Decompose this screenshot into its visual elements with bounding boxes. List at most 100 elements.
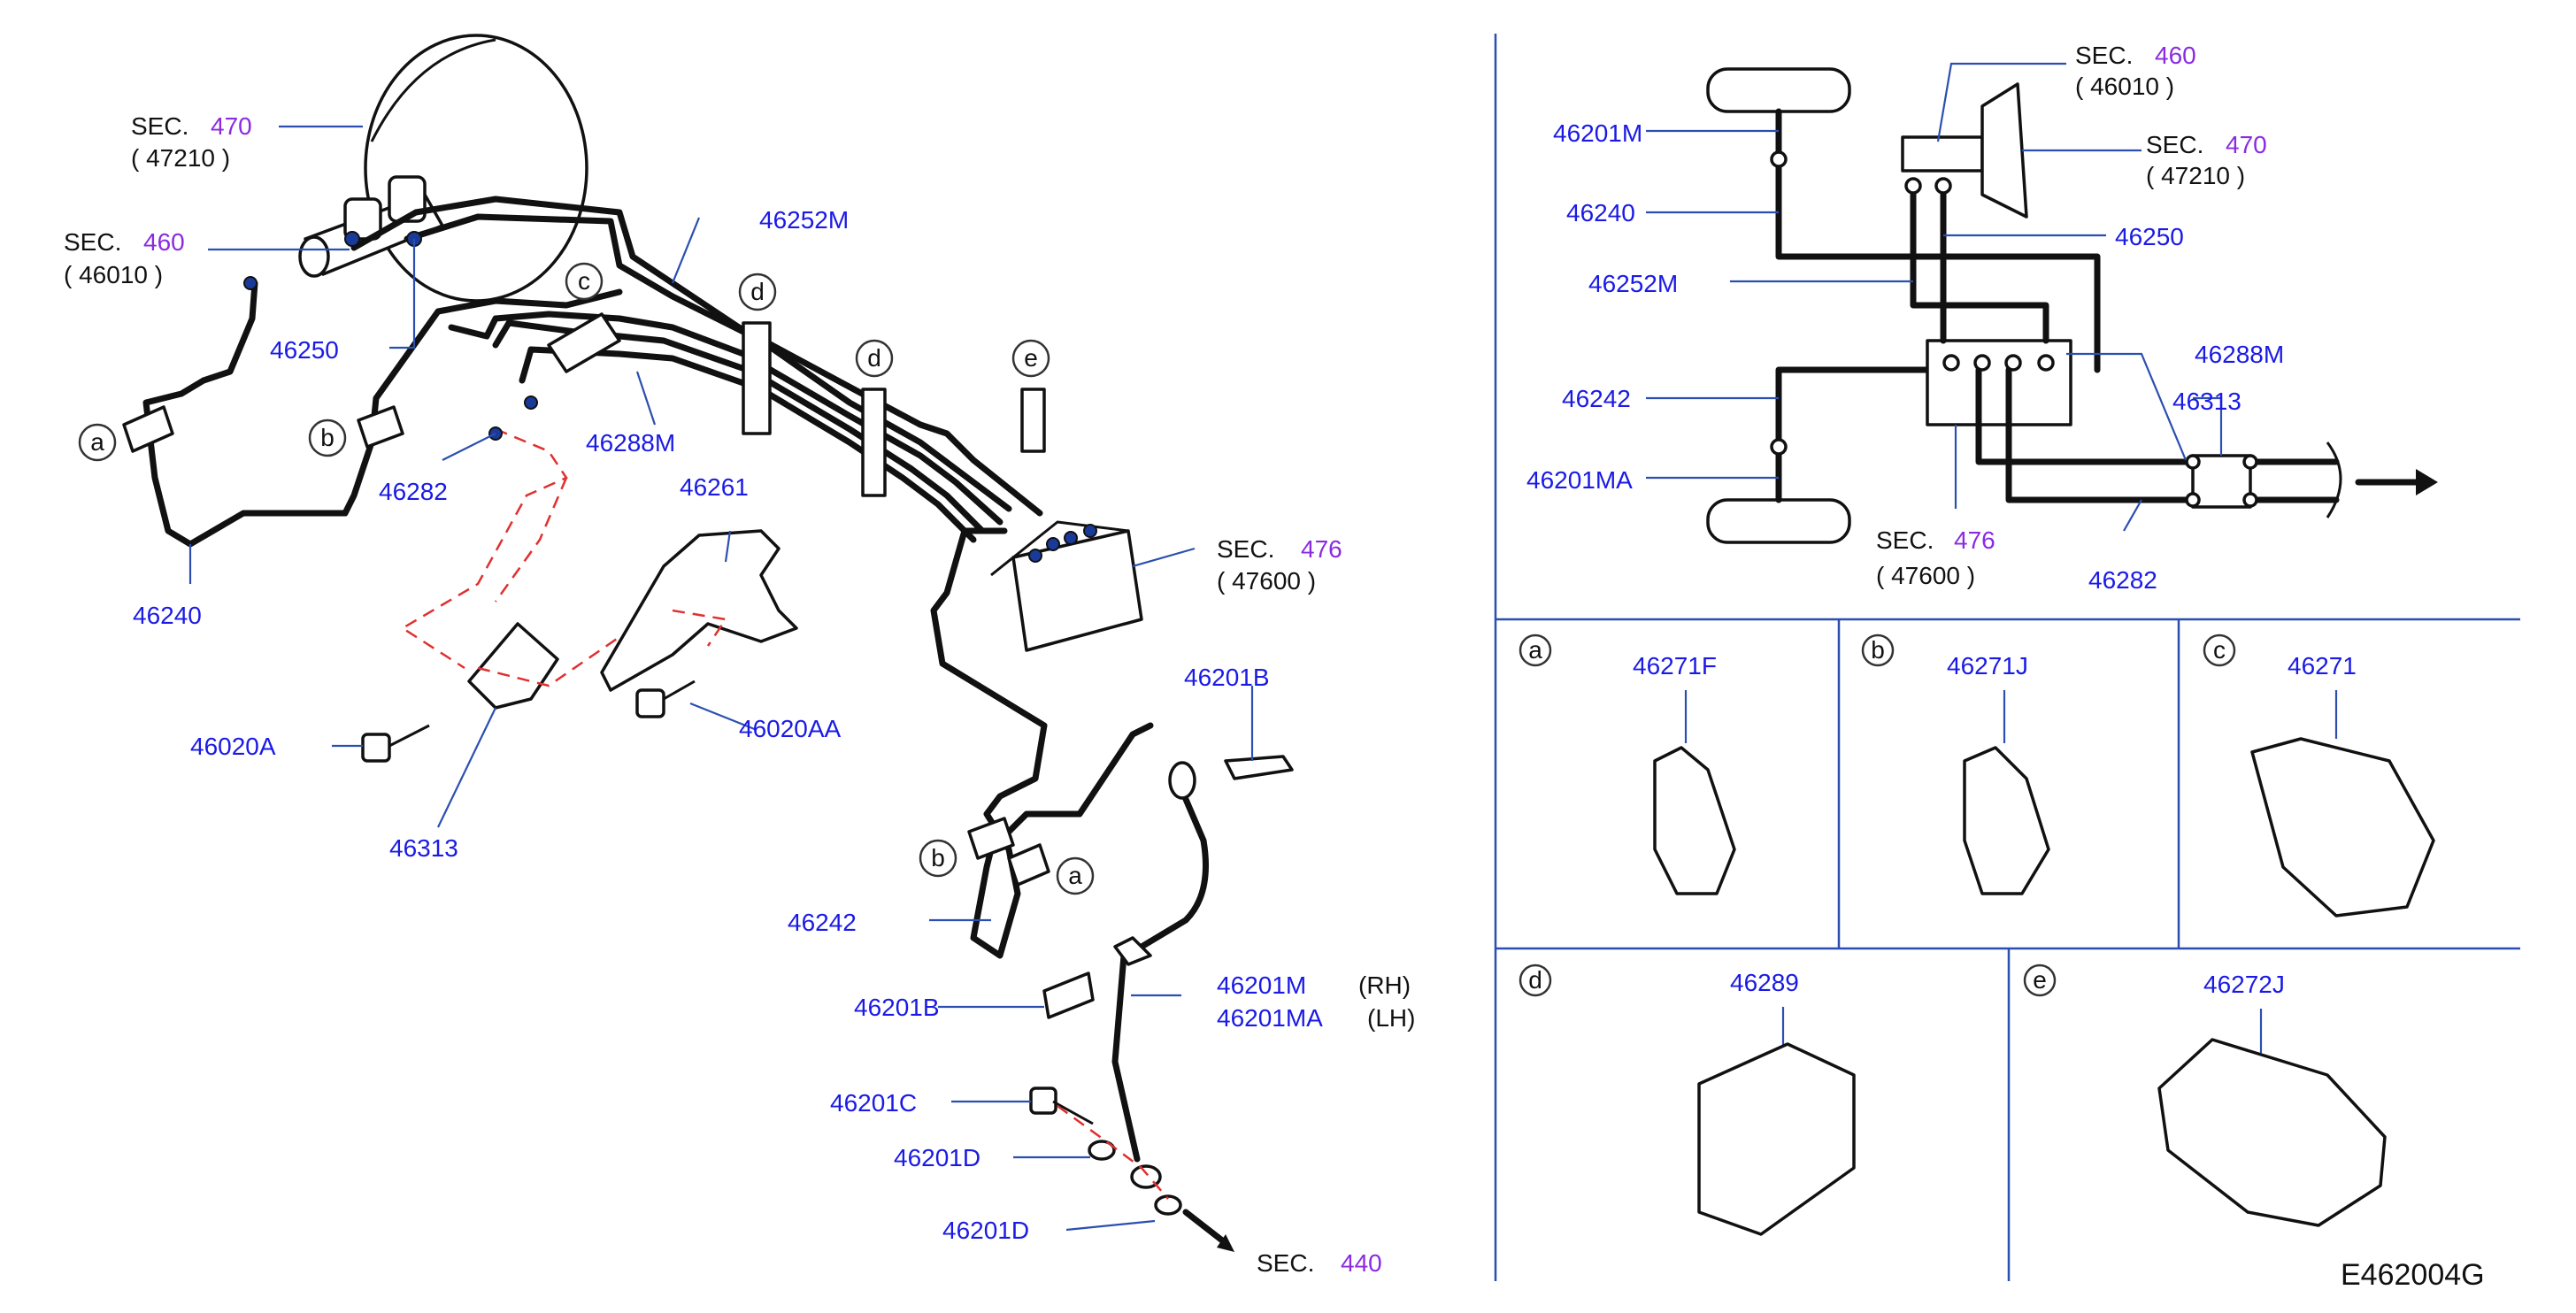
abs-actuator-unit [990, 520, 1143, 652]
svg-text:46271F: 46271F [1633, 652, 1717, 680]
clip-panel-d: d 46289 [1519, 964, 1856, 1236]
connection-dash-lines [400, 427, 728, 687]
clip-panel-c: c 46271 [2203, 633, 2435, 918]
svg-text:46289: 46289 [1730, 969, 1799, 996]
sec-440-label: SEC. 440 [1257, 1249, 1382, 1277]
part-46288M: 46288M [586, 429, 675, 457]
hose-dash-line [1057, 1104, 1169, 1200]
clip-callout-a1: a [78, 423, 117, 462]
clip-panel-e: e 46272J [2023, 964, 2387, 1227]
part-46201D-a: 46201D [894, 1144, 980, 1171]
svg-text:SEC.: SEC. [1876, 526, 1934, 554]
svg-text:e: e [1024, 344, 1038, 372]
pipe-clip-d2 [861, 388, 887, 497]
svg-text:SEC.: SEC. [2075, 42, 2133, 69]
part-46201B-top: 46201B [1184, 664, 1270, 691]
svg-text:460: 460 [2155, 42, 2196, 69]
brake-hose [1111, 761, 1209, 1189]
part-46250: 46250 [270, 336, 339, 364]
pipe-clip-a1 [122, 405, 174, 453]
part-46282: 46282 [379, 478, 448, 505]
schematic-part-46313: 46313 [2172, 388, 2242, 415]
pipe-clip-a2 [1007, 843, 1050, 887]
bolt-46020AA [635, 680, 696, 718]
svg-text:d: d [750, 278, 765, 305]
pipe-clip-d1 [742, 321, 772, 435]
schematic-part-46201M: 46201M [1553, 119, 1642, 147]
clip-callout-d1: d [738, 273, 777, 311]
svg-text:e: e [2033, 966, 2047, 994]
svg-text:( 46010 ): ( 46010 ) [64, 261, 163, 288]
brake-booster [364, 34, 588, 303]
svg-text:SEC.: SEC. [1257, 1249, 1314, 1277]
label-rh: (RH) [1358, 971, 1411, 999]
svg-text:( 47210 ): ( 47210 ) [2146, 162, 2245, 189]
svg-text:( 47210 ): ( 47210 ) [131, 144, 230, 172]
svg-text:d: d [1528, 966, 1542, 994]
svg-text:46271: 46271 [2288, 652, 2357, 680]
schematic-sec-470: SEC. 470 ( 47210 ) [2146, 131, 2267, 189]
svg-text:440: 440 [1341, 1249, 1382, 1277]
washer-46201D-b [1154, 1194, 1182, 1216]
clip-callout-a2: a [1056, 856, 1095, 895]
svg-text:b: b [931, 844, 945, 871]
schematic-part-46242: 46242 [1562, 385, 1631, 412]
bracket-46261 [600, 529, 798, 692]
bolt-46201C [1029, 1086, 1094, 1125]
clip-callout-c: c [565, 262, 604, 301]
pipe-clip-b1 [357, 405, 404, 449]
svg-text:a: a [90, 428, 104, 456]
svg-text:SEC.: SEC. [64, 228, 121, 256]
svg-text:c: c [578, 267, 590, 295]
frame-lines [1494, 34, 2520, 1281]
junction-46313 [467, 622, 559, 710]
schematic-sec-460: SEC. 460 ( 46010 ) [2075, 42, 2196, 100]
bolt-46020A [361, 724, 430, 763]
sec-476-label: SEC. 476 ( 47600 ) [1217, 535, 1342, 595]
joint-dot [344, 231, 360, 247]
svg-text:d: d [867, 344, 881, 372]
part-46201M: 46201M [1217, 971, 1306, 999]
schematic [1706, 67, 2438, 544]
pipe-clip-b2 [967, 817, 1015, 860]
joint-dot [524, 395, 538, 410]
schematic-part-46240: 46240 [1566, 199, 1635, 227]
clip-panel-a: a 46271F [1519, 633, 1736, 895]
bracket-46201B-top [1224, 755, 1294, 780]
svg-text:( 47600 ): ( 47600 ) [1217, 567, 1316, 595]
svg-text:( 46010 ): ( 46010 ) [2075, 73, 2174, 100]
bracket-46201B-bottom [1042, 971, 1095, 1019]
svg-text:SEC.: SEC. [2146, 131, 2203, 158]
pipe-46242 [930, 527, 1154, 959]
svg-text:46272J: 46272J [2203, 971, 2285, 998]
svg-text:46271J: 46271J [1947, 652, 2028, 680]
part-46201D-b: 46201D [942, 1217, 1029, 1244]
schematic-part-46201MA: 46201MA [1526, 466, 1633, 494]
clip-callout-d2: d [855, 339, 894, 378]
part-46261: 46261 [680, 473, 749, 501]
part-46201B-bottom: 46201B [854, 994, 940, 1021]
arrow-head-icon [1217, 1234, 1234, 1252]
clip-panel-b: b 46271J [1861, 633, 2050, 895]
sec-460-label: SEC. 460 ( 46010 ) [64, 228, 185, 288]
part-46020A: 46020A [190, 733, 276, 760]
svg-text:b: b [320, 424, 334, 451]
part-46020AA: 46020AA [739, 715, 842, 742]
pipe-clip-c [547, 312, 621, 373]
joint-dot [243, 276, 258, 290]
part-46252M: 46252M [759, 206, 849, 234]
svg-text:470: 470 [2226, 131, 2267, 158]
part-46201C: 46201C [830, 1089, 917, 1117]
svg-text:( 47600 ): ( 47600 ) [1876, 562, 1975, 589]
clip-callout-b1: b [308, 418, 347, 457]
schematic-sec-476: SEC. 476 ( 47600 ) [1876, 526, 1995, 589]
svg-text:460: 460 [143, 228, 185, 256]
svg-text:c: c [2213, 636, 2226, 664]
part-46313: 46313 [389, 834, 458, 862]
svg-text:a: a [1068, 862, 1082, 889]
sec-470-label: SEC. 470 ( 47210 ) [131, 112, 252, 172]
clip-callout-e: e [1011, 339, 1050, 378]
svg-text:476: 476 [1954, 526, 1995, 554]
part-46201MA: 46201MA [1217, 1004, 1323, 1032]
